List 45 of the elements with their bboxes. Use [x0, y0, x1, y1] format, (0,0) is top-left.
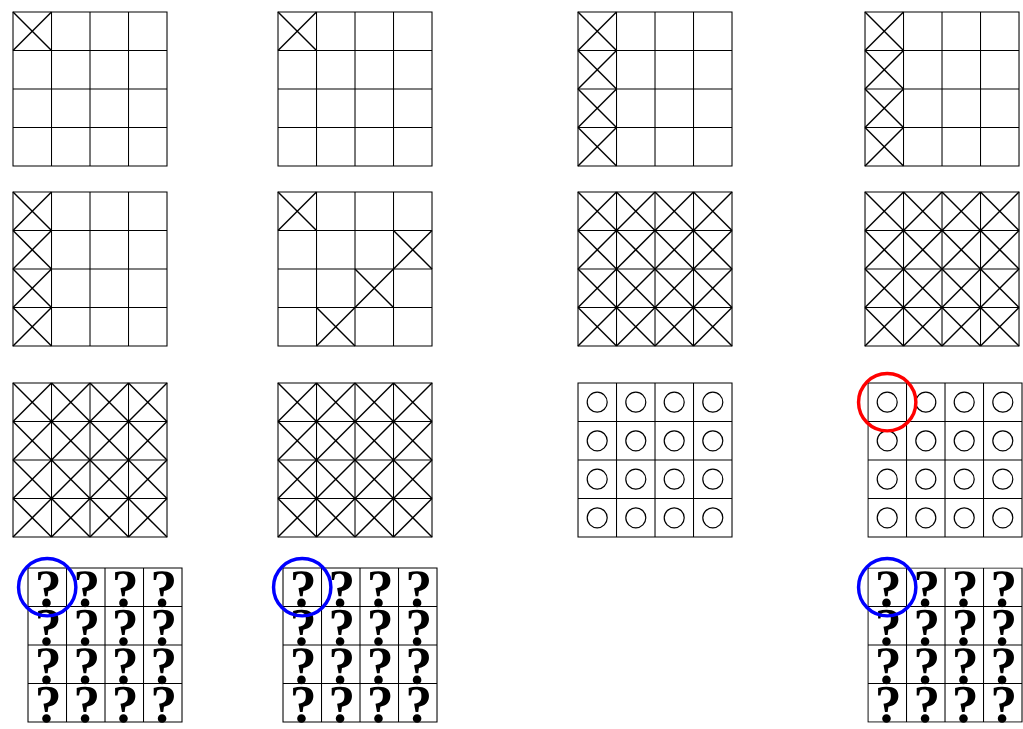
question-mark: ? — [370, 571, 391, 608]
question-mark: ? — [878, 648, 899, 685]
question-mark: ? — [993, 648, 1014, 685]
question-mark: ? — [955, 648, 976, 685]
question-mark: ? — [331, 686, 352, 723]
question-mark: ? — [955, 609, 976, 646]
question-mark: ? — [408, 571, 429, 608]
question-mark: ? — [993, 571, 1014, 608]
question-mark: ? — [955, 571, 976, 608]
question-mark: ? — [916, 609, 937, 646]
question-mark: ? — [331, 571, 352, 608]
question-mark: ? — [115, 609, 136, 646]
question-mark: ? — [370, 609, 391, 646]
question-mark: ? — [115, 686, 136, 723]
question-mark: ? — [153, 609, 174, 646]
question-mark: ? — [331, 648, 352, 685]
question-mark: ? — [76, 609, 97, 646]
question-mark: ? — [153, 648, 174, 685]
question-mark: ? — [370, 648, 391, 685]
question-mark: ? — [76, 648, 97, 685]
question-mark: ? — [115, 571, 136, 608]
question-mark: ? — [153, 571, 174, 608]
question-mark: ? — [370, 686, 391, 723]
question-mark: ? — [293, 571, 314, 608]
question-mark: ? — [115, 648, 136, 685]
question-mark: ? — [153, 686, 174, 723]
question-mark: ? — [38, 686, 59, 723]
question-mark: ? — [993, 609, 1014, 646]
question-mark: ? — [916, 686, 937, 723]
question-mark: ? — [408, 686, 429, 723]
question-mark: ? — [38, 648, 59, 685]
question-mark: ? — [878, 571, 899, 608]
question-mark: ? — [38, 571, 59, 608]
question-mark: ? — [408, 648, 429, 685]
question-mark: ? — [293, 686, 314, 723]
question-mark: ? — [408, 609, 429, 646]
question-mark: ? — [331, 609, 352, 646]
question-mark: ? — [76, 571, 97, 608]
question-mark: ? — [76, 686, 97, 723]
question-mark: ? — [878, 686, 899, 723]
question-mark: ? — [916, 571, 937, 608]
question-mark: ? — [916, 648, 937, 685]
question-mark: ? — [955, 686, 976, 723]
question-mark: ? — [993, 686, 1014, 723]
question-mark: ? — [293, 648, 314, 685]
